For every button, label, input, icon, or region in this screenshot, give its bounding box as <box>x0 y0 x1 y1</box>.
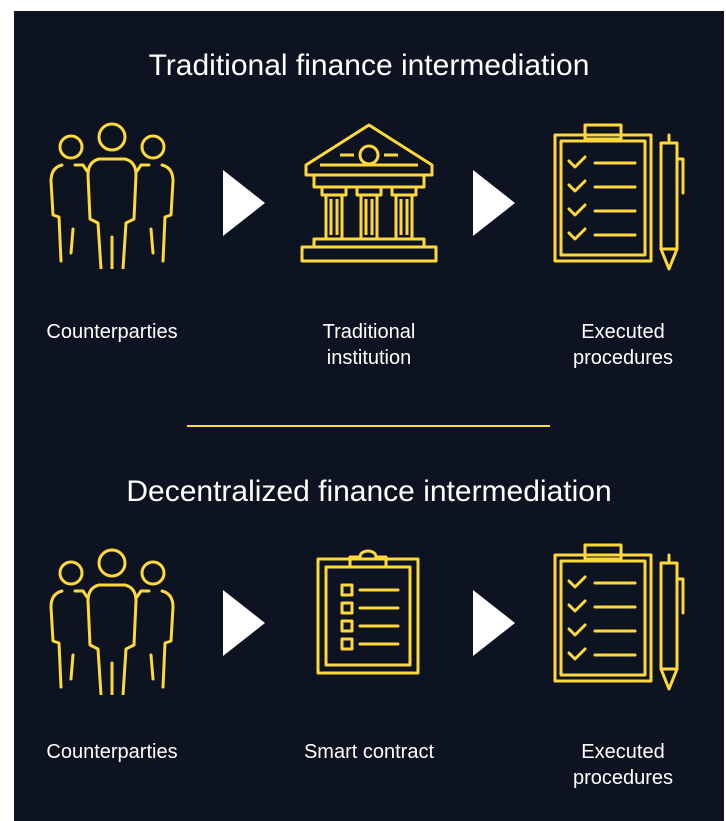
checklist-clipboard-pen-icon <box>553 123 685 271</box>
step-label-counterparties: Counterparties <box>46 321 178 343</box>
flow-arrow-icon <box>223 170 265 236</box>
diagram-panel: Traditional finance intermediation <box>14 11 724 821</box>
bank-building-icon <box>300 123 438 263</box>
traditional-section-title: Traditional finance intermediation <box>148 49 590 82</box>
contract-clipboard-icon <box>316 549 420 675</box>
decentralized-section-title: Decentralized finance intermediation <box>126 475 612 508</box>
flow-arrow-icon <box>223 590 265 656</box>
step-label-executed-procedures: Executed procedures <box>572 741 674 789</box>
section-divider <box>187 425 550 427</box>
step-label-executed-procedures: Executed procedures <box>572 321 674 369</box>
step-label-counterparties: Counterparties <box>46 741 178 763</box>
step-label-smart-contract: Smart contract <box>303 741 435 763</box>
step-label-traditional-institution: Traditional institution <box>322 321 416 369</box>
people-group-icon <box>49 548 175 695</box>
flow-arrow-icon <box>473 170 515 236</box>
people-group-icon <box>49 122 175 269</box>
flow-arrow-icon <box>473 590 515 656</box>
checklist-clipboard-pen-icon <box>553 543 685 691</box>
